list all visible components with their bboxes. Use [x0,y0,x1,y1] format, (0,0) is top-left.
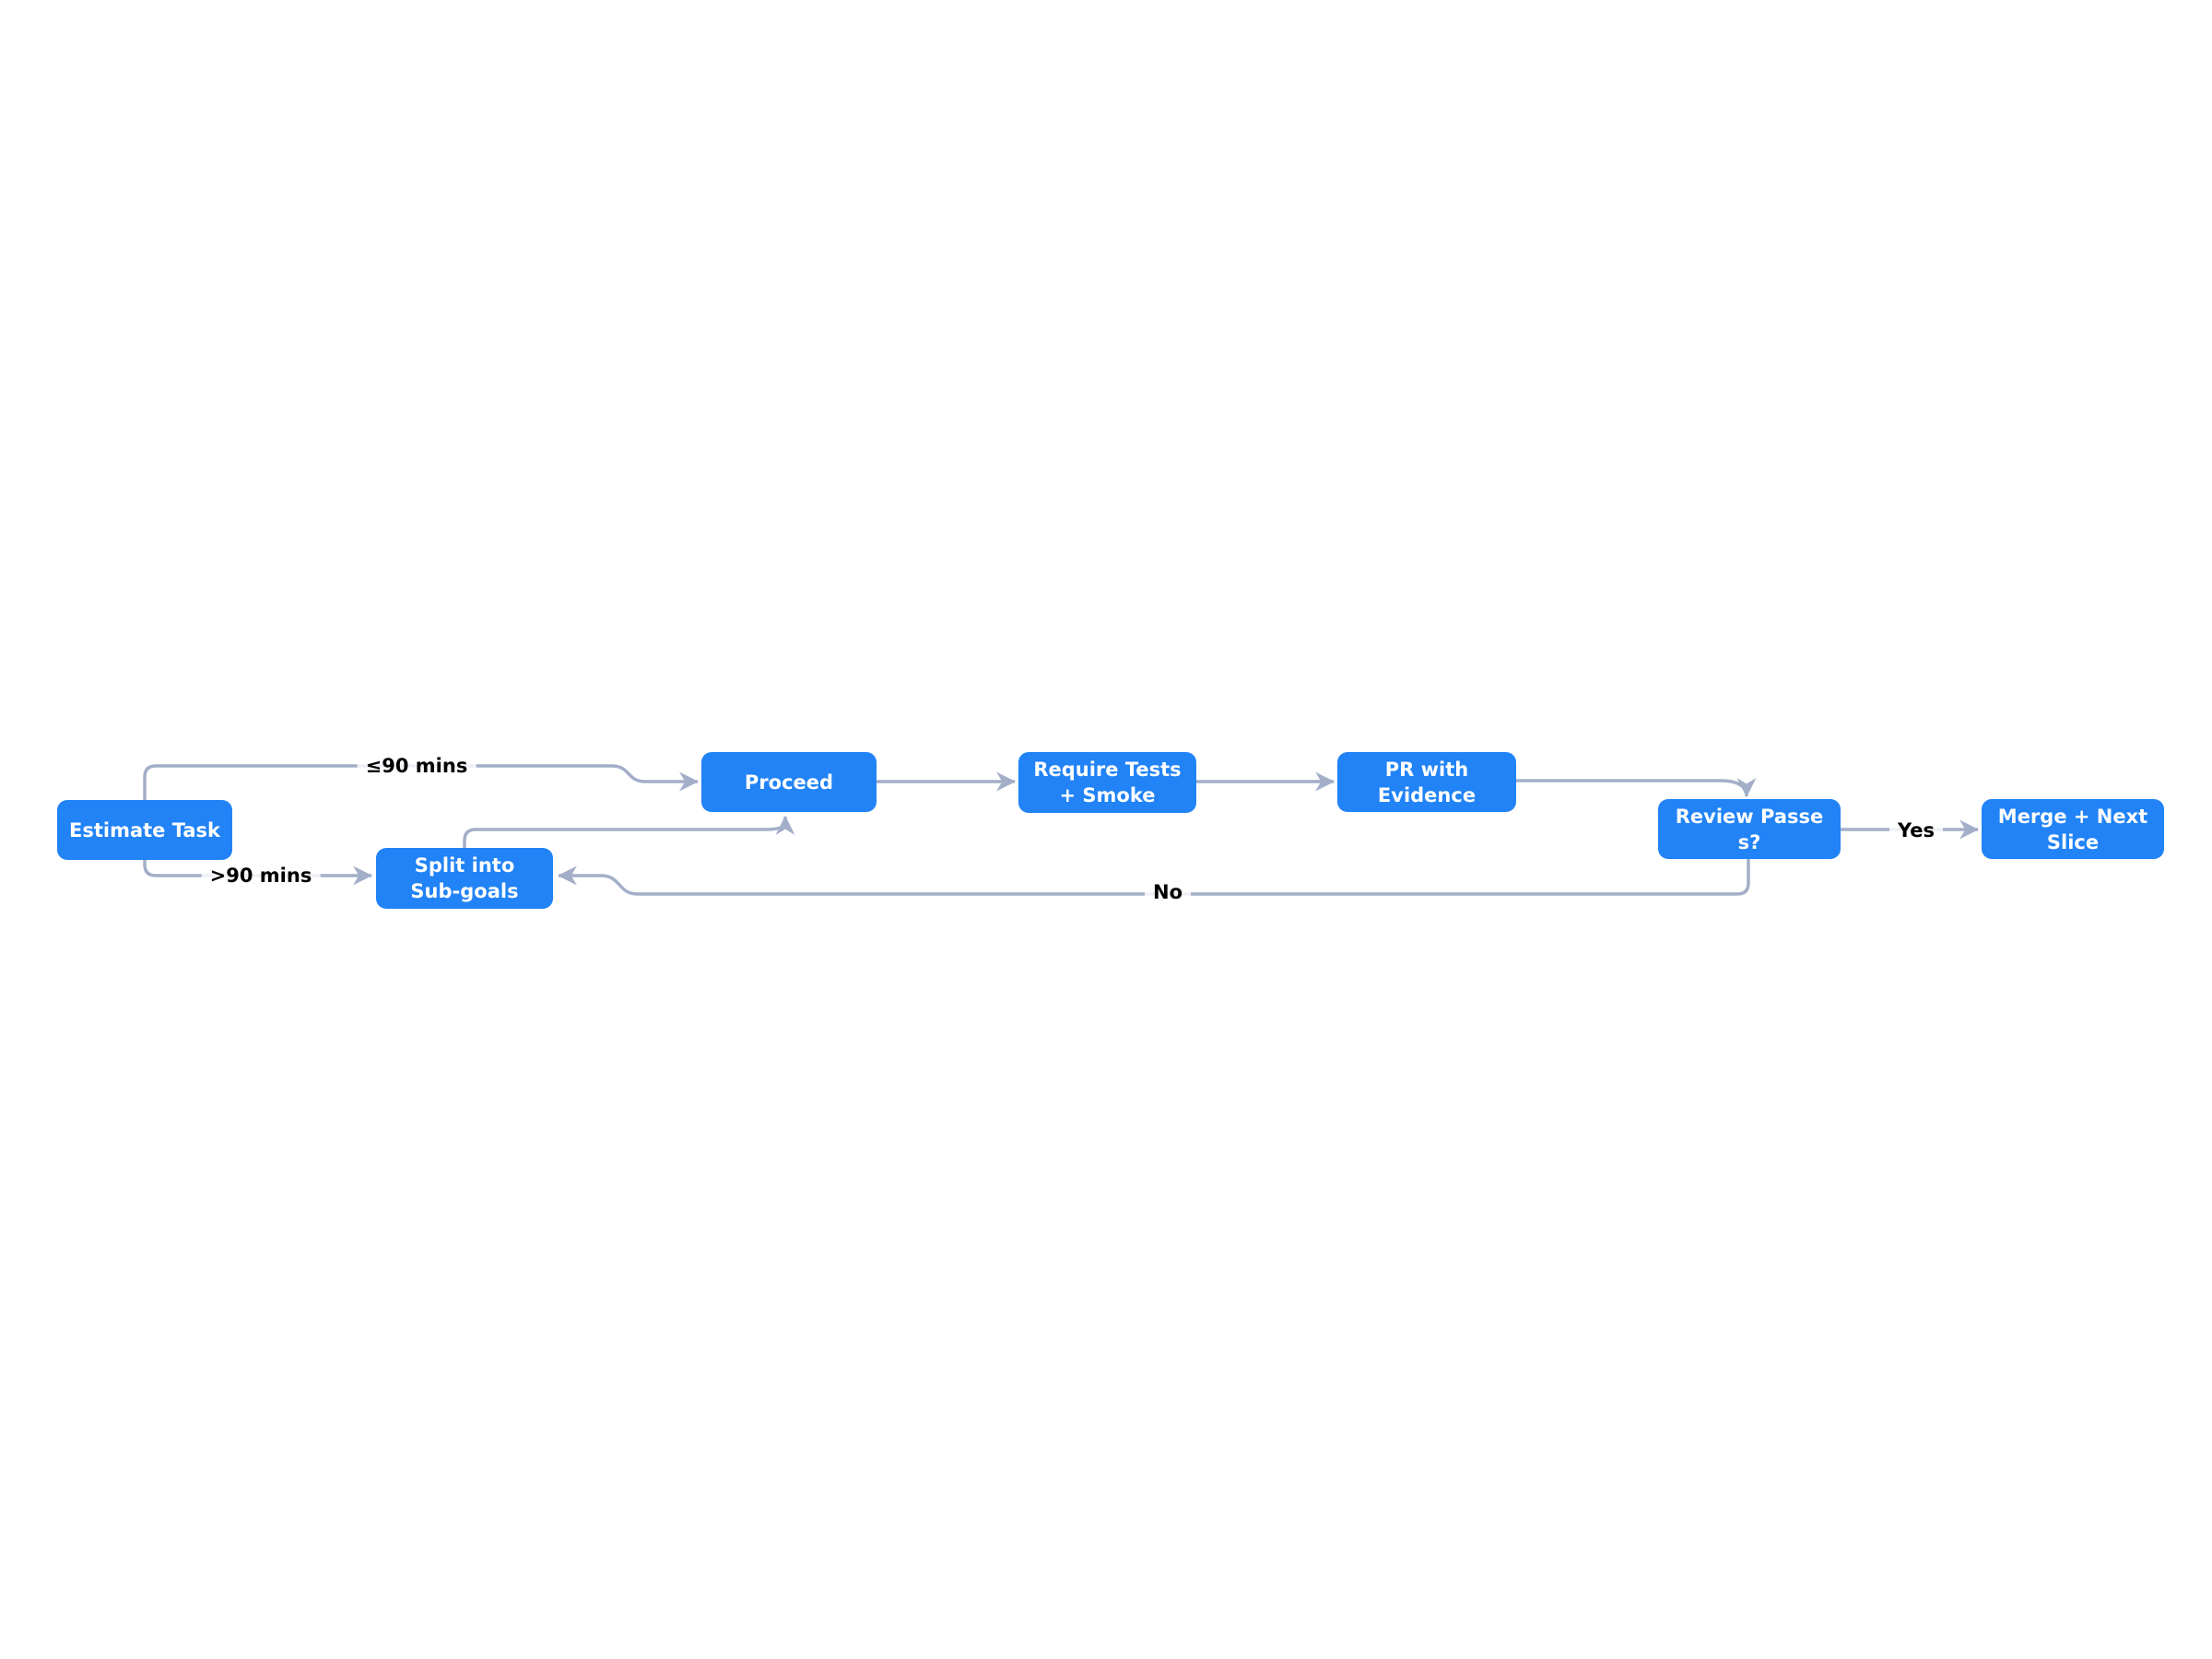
node-require-tests-smoke: Require Tests + Smoke [1018,752,1196,813]
node-pr-with-evidence: PR with Evidence [1337,752,1516,812]
node-review-passes: Review Passe s? [1658,799,1841,859]
edge-label-gt-90-mins: >90 mins [201,864,321,888]
node-estimate-task: Estimate Task [57,800,232,860]
node-proceed: Proceed [701,752,877,812]
edge-split-to-proceed [463,815,795,848]
edge-label-yes: Yes [1888,818,1944,842]
node-split-into-subgoals: Split into Sub-goals [376,848,553,909]
edge-estimate-to-split [143,860,373,886]
node-merge-next-slice: Merge + Next Slice [1982,799,2164,859]
edge-label-le-90-mins: ≤90 mins [357,754,477,778]
edge-review-to-split [557,859,1750,896]
edge-label-no: No [1144,880,1192,904]
edge-pr-to-review [1516,778,1757,798]
